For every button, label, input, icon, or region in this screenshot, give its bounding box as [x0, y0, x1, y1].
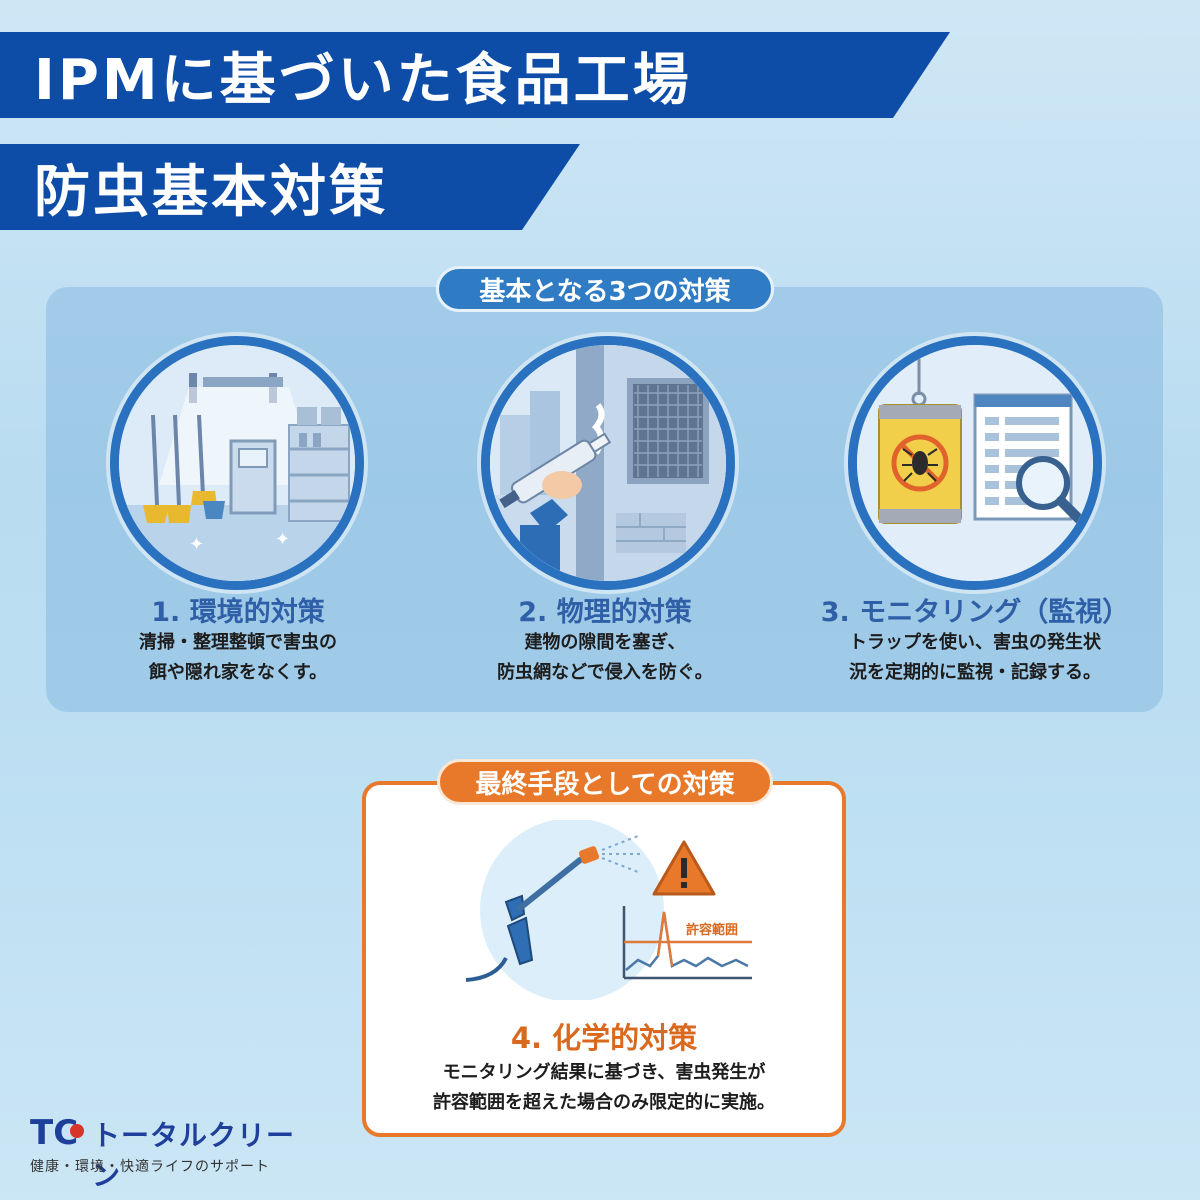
measure-3-desc-line1: トラップを使い、害虫の発生状 [849, 632, 1101, 653]
measure-4-description: モニタリング結果に基づき、害虫発生が 許容範囲を超えた場合のみ限定的に実施。 [362, 1058, 846, 1118]
company-tagline: 健康・環境・快適ライフのサポート [30, 1159, 270, 1175]
tolerance-range-label: 許容範囲 [686, 922, 738, 938]
measure-4-desc-line1: モニタリング結果に基づき、害虫発生が [442, 1062, 766, 1083]
title-banner-line2: 防虫基本対策 [0, 144, 580, 230]
title-banner-line1: IPMに基づいた食品工場 [0, 32, 950, 118]
caulking-gun-icon [481, 336, 735, 590]
basic-measures-label: 基本となる3つの対策 [436, 266, 774, 312]
measure-2-desc-line2: 防虫網などで侵入を防ぐ。 [497, 662, 713, 683]
cleaning-room-icon: ✦ ✦ [110, 336, 364, 590]
insect-trap-monitor-icon [848, 336, 1102, 590]
measure-2-desc-line1: 建物の隙間を塞ぎ、 [524, 632, 686, 653]
measure-1-desc-line2: 餌や隠れ家をなくす。 [148, 662, 328, 683]
measure-3-description: トラップを使い、害虫の発生状 況を定期的に監視・記録する。 [785, 628, 1165, 688]
measure-3-desc-line2: 況を定期的に監視・記録する。 [849, 662, 1101, 683]
last-resort-label: 最終手段としての対策 [437, 759, 773, 805]
measure-3-title: 3. モニタリング（監視） [820, 597, 1130, 628]
page-title-line1: IPMに基づいた食品工場 [34, 47, 692, 113]
tc-logo-mark: TC [30, 1113, 84, 1152]
measure-4-title: 4. 化学的対策 [510, 1021, 698, 1055]
logo-mark-text: TC [30, 1113, 78, 1152]
measure-1-description: 清掃・整理整頓で害虫の 餌や隠れ家をなくす。 [48, 628, 428, 688]
measure-2-description: 建物の隙間を塞ぎ、 防虫網などで侵入を防ぐ。 [415, 628, 795, 688]
measure-1-title: 1. 環境的対策 [151, 597, 325, 628]
company-logo: TC トータルクリーン 健康・環境・快適ライフのサポート [30, 1112, 320, 1192]
page-title-line2: 防虫基本対策 [34, 159, 388, 225]
measure-4-desc-line2: 許容範囲を超えた場合のみ限定的に実施。 [433, 1092, 775, 1113]
measure-1-desc-line1: 清掃・整理整頓で害虫の [139, 632, 337, 653]
company-name: トータルクリーン [92, 1119, 296, 1192]
svg-text:✦: ✦ [189, 534, 204, 555]
svg-text:✦: ✦ [275, 529, 290, 550]
measure-2-title: 2. 物理的対策 [518, 597, 692, 628]
spray-gun-icon: 許容範囲 [465, 820, 752, 1000]
